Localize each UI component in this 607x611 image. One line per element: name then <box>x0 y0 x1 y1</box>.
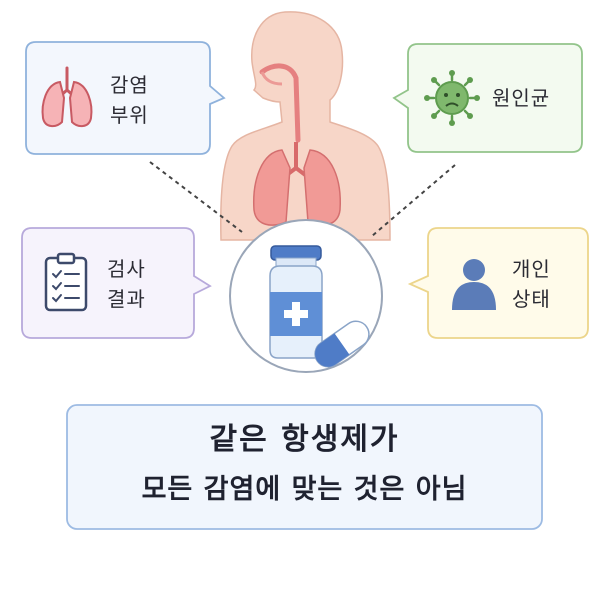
pathogen-text: 원인균 <box>492 86 551 110</box>
callout-infection-site-label: 감염 부위 <box>110 70 149 130</box>
patient-state-line2: 상태 <box>512 287 551 311</box>
message-line2: 모든 감염에 맞는 것은 아님 <box>141 474 468 505</box>
infection-site-line1: 감염 <box>110 73 149 97</box>
virus-icon <box>424 70 480 126</box>
callout-patient-state <box>407 227 589 339</box>
callout-infection-site <box>25 41 226 155</box>
message-line1: 같은 항생제가 <box>209 422 400 457</box>
patient-state-line1: 개인 <box>512 257 551 281</box>
body-lungs <box>253 142 341 226</box>
connector-lines <box>149 161 456 237</box>
message-box <box>66 404 543 530</box>
callout-patient-state-label: 개인 상태 <box>512 254 551 314</box>
lungs-icon <box>41 66 93 128</box>
test-results-line2: 결과 <box>107 287 146 311</box>
medicine-bottle-capsule-icon <box>269 245 370 368</box>
person-icon <box>452 259 496 310</box>
callout-test-results <box>21 227 212 339</box>
callout-test-results-label: 검사 결과 <box>107 254 146 314</box>
center-medicine-circle <box>229 219 383 373</box>
test-results-line1: 검사 <box>107 257 146 281</box>
human-body-illustration <box>220 11 391 241</box>
callout-pathogen <box>392 43 583 153</box>
clipboard-icon <box>44 252 88 312</box>
infection-site-line2: 부위 <box>110 103 149 127</box>
callout-pathogen-label: 원인균 <box>492 83 550 113</box>
